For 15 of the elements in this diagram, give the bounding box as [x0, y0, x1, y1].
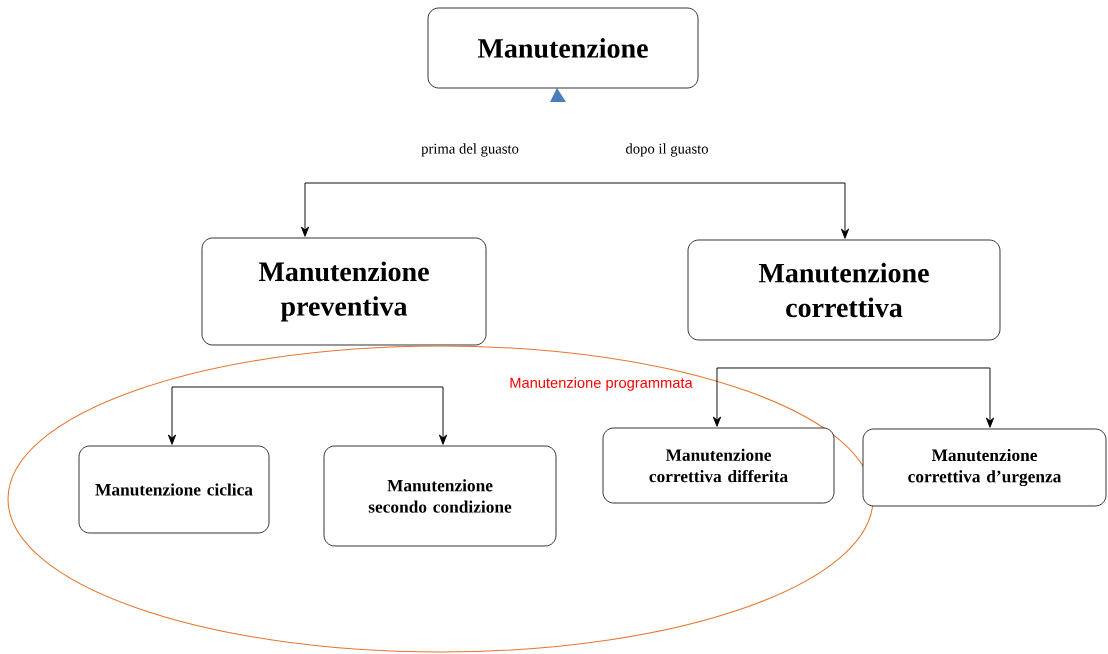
arrow	[712, 367, 854, 427]
arrow	[573, 182, 850, 239]
process-box: Manutenzione preventiva	[201, 237, 487, 346]
process-box: Manutenzione correttiva differita	[602, 427, 835, 504]
arrow	[300, 182, 575, 237]
arrow	[852, 367, 995, 428]
process-box: Manutenzione correttiva d’urgenza	[862, 428, 1107, 507]
process-box: Manutenzione secondo condizione	[323, 445, 557, 547]
process-box: Manutenzione ciclica	[78, 445, 270, 534]
edge-label: dopo il guasto	[624, 142, 710, 158]
process-box: Manutenzione	[427, 7, 699, 89]
process-box: Manutenzione correttiva	[687, 239, 1001, 341]
arrow	[306, 386, 448, 445]
edge-label: prima del guasto	[419, 142, 521, 158]
arrow	[167, 386, 308, 445]
